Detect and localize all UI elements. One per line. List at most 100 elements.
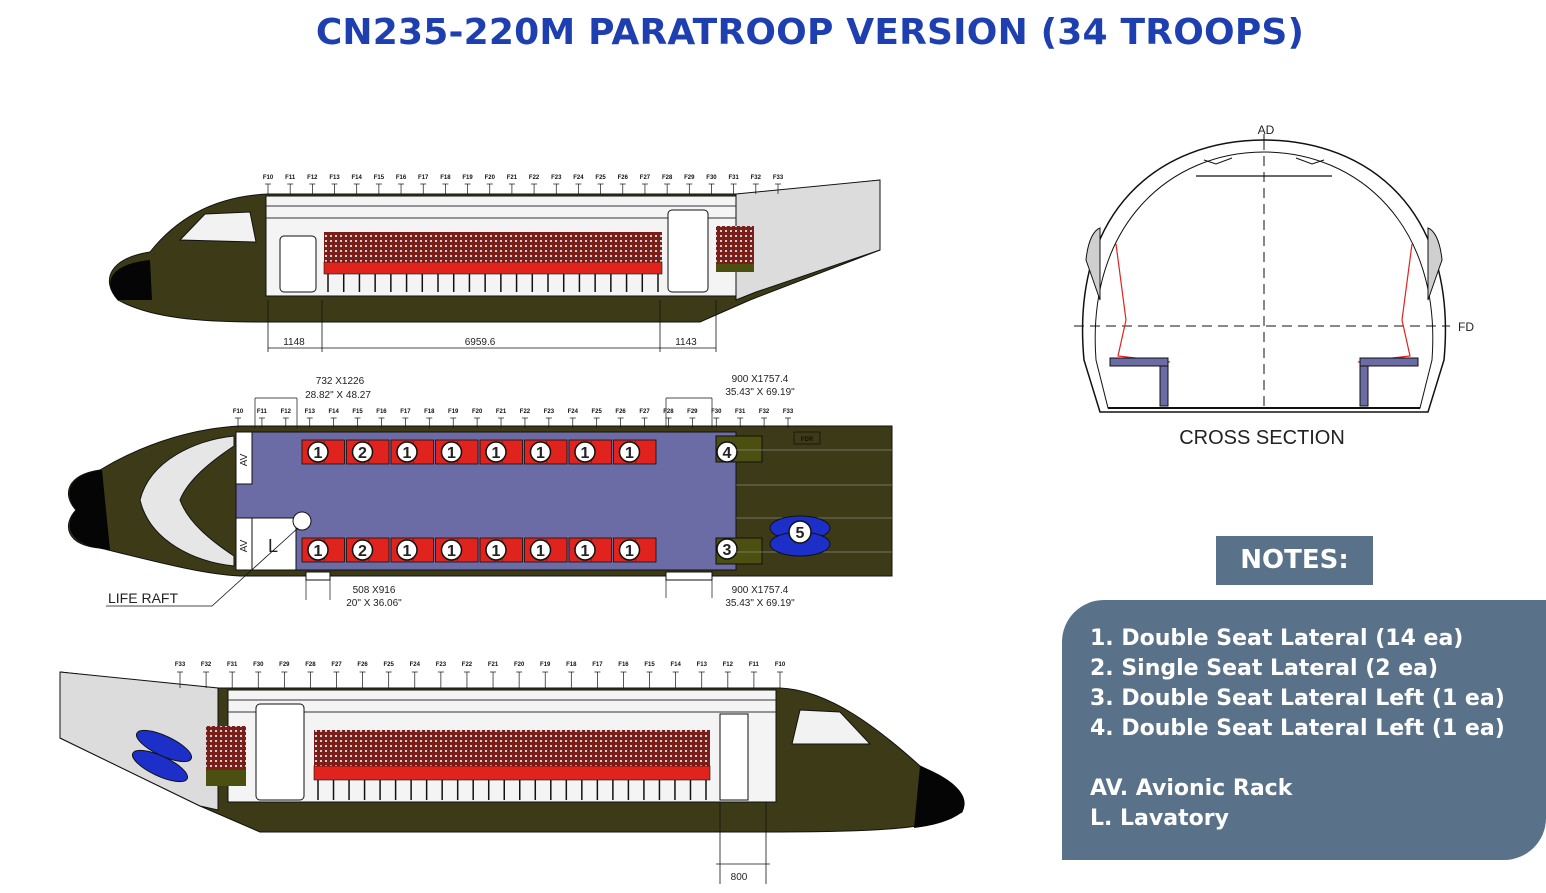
door-aft-bottom	[255, 703, 305, 801]
strap-left	[1115, 243, 1171, 363]
frame-label: F20	[485, 175, 496, 181]
nose-plan	[69, 470, 110, 550]
frame-label: F17	[592, 662, 603, 668]
frame-label: F12	[307, 175, 318, 181]
seat-number: 2	[358, 445, 367, 462]
dim-top-mid: 6959.6	[465, 337, 496, 348]
frame-label: F23	[544, 409, 555, 415]
frame-label: F21	[496, 409, 507, 415]
life-raft-marker	[292, 511, 312, 531]
frame-label: F13	[697, 662, 708, 668]
door-aft-top	[667, 209, 709, 293]
frame-label: F25	[384, 662, 395, 668]
cross-section-label: CROSS SECTION	[1179, 427, 1345, 449]
frame-label: F22	[520, 409, 531, 415]
strap-right	[1357, 243, 1413, 363]
seat-number: 1	[492, 543, 501, 560]
door-fwd-bottom	[719, 713, 749, 801]
seat-number: 1	[625, 543, 634, 560]
door-fwd-dim-mm: 732 X1226	[316, 376, 365, 387]
fdr-box	[793, 431, 821, 445]
seat-number: 1	[625, 445, 634, 462]
frame-label: F20	[472, 409, 483, 415]
door-aft-top-dim-mm: 900 X1757.4	[732, 374, 789, 385]
frame-label: F18	[566, 662, 577, 668]
frame-label: F10	[775, 662, 786, 668]
seat-number: 1	[492, 445, 501, 462]
note-abbrev: L. Lavatory	[1090, 806, 1229, 831]
frame-label: F25	[592, 409, 603, 415]
fdr-label: FDR	[801, 437, 814, 443]
frame-label: F33	[773, 175, 784, 181]
frame-label: F10	[263, 175, 274, 181]
frame-label: F18	[440, 175, 451, 181]
seat-number: 1	[536, 445, 545, 462]
frame-label: F14	[670, 662, 681, 668]
frame-label: F15	[644, 662, 655, 668]
tailcone-top	[735, 179, 881, 301]
frame-label: F32	[759, 409, 770, 415]
seat-number: 1	[314, 543, 323, 560]
frame-label: F21	[507, 175, 518, 181]
frame-label: F19	[448, 409, 459, 415]
note-item: 4. Double Seat Lateral Left (1 ea)	[1090, 716, 1505, 741]
frame-label: F26	[618, 175, 629, 181]
fd-label: FD	[1458, 320, 1474, 334]
frame-label: F14	[328, 409, 339, 415]
frame-label: F12	[281, 409, 292, 415]
frame-label: F32	[751, 175, 762, 181]
seat-number: 1	[581, 445, 590, 462]
frame-label: F24	[573, 175, 584, 181]
cross-section: AD FD CROSS SECTION	[1074, 123, 1474, 449]
frame-label: F24	[410, 662, 421, 668]
note-item: 1. Double Seat Lateral (14 ea)	[1090, 626, 1464, 651]
frame-label: F15	[374, 175, 385, 181]
cockpit-window-top	[178, 211, 257, 243]
frame-label: F23	[551, 175, 562, 181]
nose-top	[110, 260, 152, 300]
frame-label: F16	[396, 175, 407, 181]
frame-label: F32	[201, 662, 212, 668]
frame-label: F29	[687, 409, 698, 415]
door-fwd-top	[279, 235, 317, 293]
seat-left-cross	[1109, 357, 1169, 367]
cross-section-inner	[1094, 151, 1434, 409]
av-label-upper: AV	[239, 453, 250, 466]
frame-label: F13	[329, 175, 340, 181]
frame-label: F31	[728, 175, 739, 181]
note-item: 3. Double Seat Lateral Left (1 ea)	[1090, 686, 1505, 711]
frame-label: F30	[711, 409, 722, 415]
av-rack-upper	[235, 431, 253, 485]
frame-label: F12	[723, 662, 734, 668]
frame-label: F16	[618, 662, 629, 668]
note-abbrev: AV. Avionic Rack	[1090, 776, 1293, 801]
cockpit-window-bottom	[791, 709, 872, 745]
seat-legs-top	[327, 274, 659, 292]
frame-label: F17	[400, 409, 411, 415]
raft-bottom-2	[131, 749, 189, 783]
frame-label: F31	[735, 409, 746, 415]
notes-heading: NOTES:	[1216, 536, 1373, 585]
seat-4-num: 4	[723, 445, 732, 462]
av-label-lower: AV	[239, 539, 250, 552]
frame-label: F29	[684, 175, 695, 181]
dim-bottom: 800	[731, 872, 748, 883]
frame-label: F11	[257, 409, 268, 415]
seat-number: 1	[447, 543, 456, 560]
frame-label: F26	[357, 662, 368, 668]
frame-label: F26	[615, 409, 626, 415]
frame-label: F13	[305, 409, 316, 415]
frame-label: F11	[749, 662, 760, 668]
seat-number: 1	[314, 445, 323, 462]
frame-label: F19	[540, 662, 551, 668]
seat-bench-top	[323, 261, 663, 275]
frame-label: F28	[663, 409, 674, 415]
seat-number: 1	[581, 543, 590, 560]
frame-label: F11	[285, 175, 296, 181]
door-aft-bot-dim-mm: 900 X1757.4	[732, 585, 789, 596]
